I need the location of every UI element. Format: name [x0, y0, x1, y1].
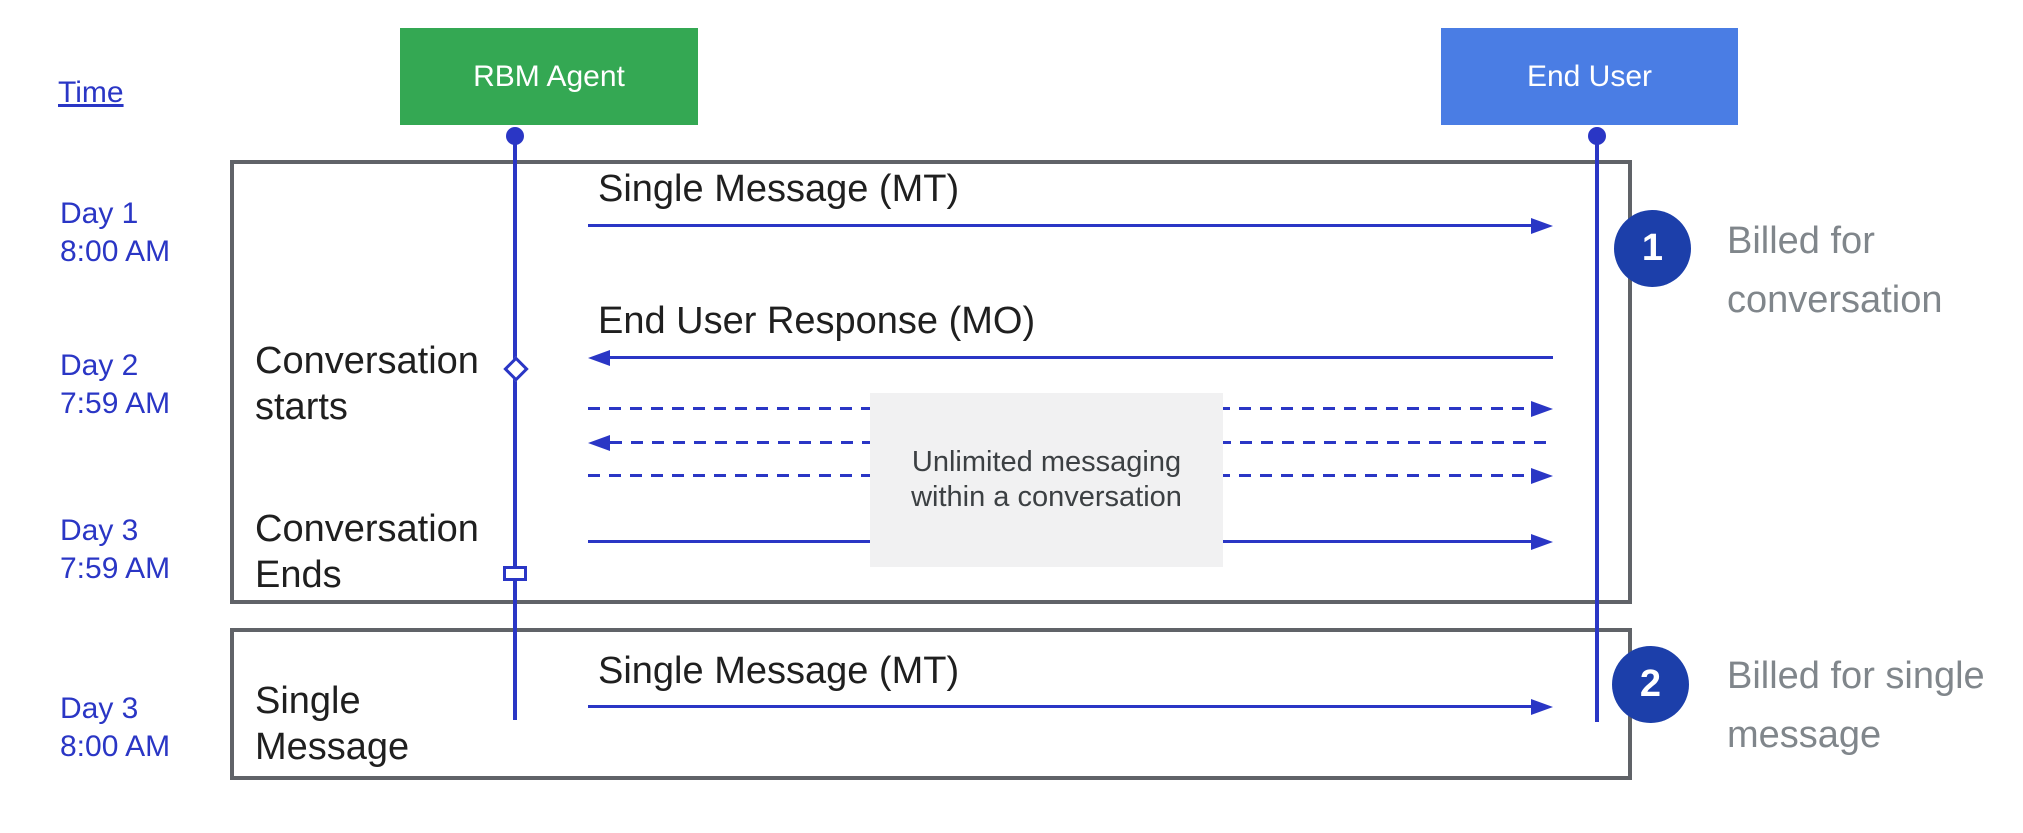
- unlimited-messaging-note: Unlimited messaging within a conversatio…: [870, 393, 1223, 567]
- actor-rbm-agent: RBM Agent: [400, 28, 698, 125]
- conversation-end-square-marker-icon: [503, 566, 527, 581]
- billing-badge-1: 1: [1614, 210, 1691, 287]
- timestamp-day3-single: Day 3 8:00 AM: [60, 690, 170, 765]
- mt-arrow-line: [588, 224, 1531, 227]
- mt-arrowhead-right-icon: [1531, 218, 1553, 234]
- timestamp-time: 8:00 AM: [60, 234, 171, 268]
- note-line-1: Unlimited messaging: [911, 445, 1182, 478]
- end-user-lifeline: [1595, 128, 1599, 722]
- mo-arrow-line: [610, 356, 1553, 359]
- message-label-mt-1: Single Message (MT): [598, 168, 960, 210]
- note-line-2: within a conversation: [911, 481, 1182, 513]
- timestamp-day2: Day 2 7:59 AM: [60, 347, 170, 422]
- mo-arrowhead-left-icon: [588, 350, 610, 366]
- time-axis-label: Time: [58, 76, 124, 109]
- dashed-arrowhead-right-icon: [1531, 468, 1553, 484]
- timestamp-day: Day 1: [60, 197, 139, 230]
- timestamp-time: 7:59 AM: [60, 551, 171, 585]
- timestamp-day: Day 2: [60, 349, 139, 382]
- dashed-arrowhead-left-icon: [588, 435, 610, 451]
- conversation-starts-label: Conversation starts: [255, 340, 479, 429]
- timestamp-time: 8:00 AM: [60, 729, 171, 763]
- conversation-billing-frame: [230, 160, 1632, 604]
- dashed-arrowhead-right-icon: [1531, 401, 1553, 417]
- actor-end-user: End User: [1441, 28, 1738, 125]
- timestamp-day: Day 3: [60, 514, 139, 547]
- timestamp-day3-end: Day 3 7:59 AM: [60, 512, 170, 587]
- billed-for-single-message-label: Billed for single message: [1727, 655, 1985, 756]
- end-user-lifeline-dot: [1588, 127, 1606, 145]
- rbm-agent-lifeline-dot: [506, 127, 524, 145]
- billed-for-conversation-label: Billed for conversation: [1727, 220, 1943, 321]
- single-message-row-label: Single Message: [255, 680, 410, 769]
- billing-badge-2: 2: [1612, 646, 1689, 723]
- single-message-arrowhead-right-icon: [1531, 699, 1553, 715]
- timestamp-time: 7:59 AM: [60, 386, 171, 420]
- single-message-arrow-line: [588, 705, 1531, 708]
- message-label-mo: End User Response (MO): [598, 300, 1036, 342]
- rbm-agent-lifeline: [513, 128, 517, 720]
- timestamp-day: Day 3: [60, 692, 139, 725]
- solid-arrowhead-right-icon: [1531, 534, 1553, 550]
- conversation-ends-label: Conversation Ends: [255, 508, 479, 597]
- timestamp-day1: Day 1 8:00 AM: [60, 195, 170, 270]
- message-label-mt-2: Single Message (MT): [598, 650, 960, 692]
